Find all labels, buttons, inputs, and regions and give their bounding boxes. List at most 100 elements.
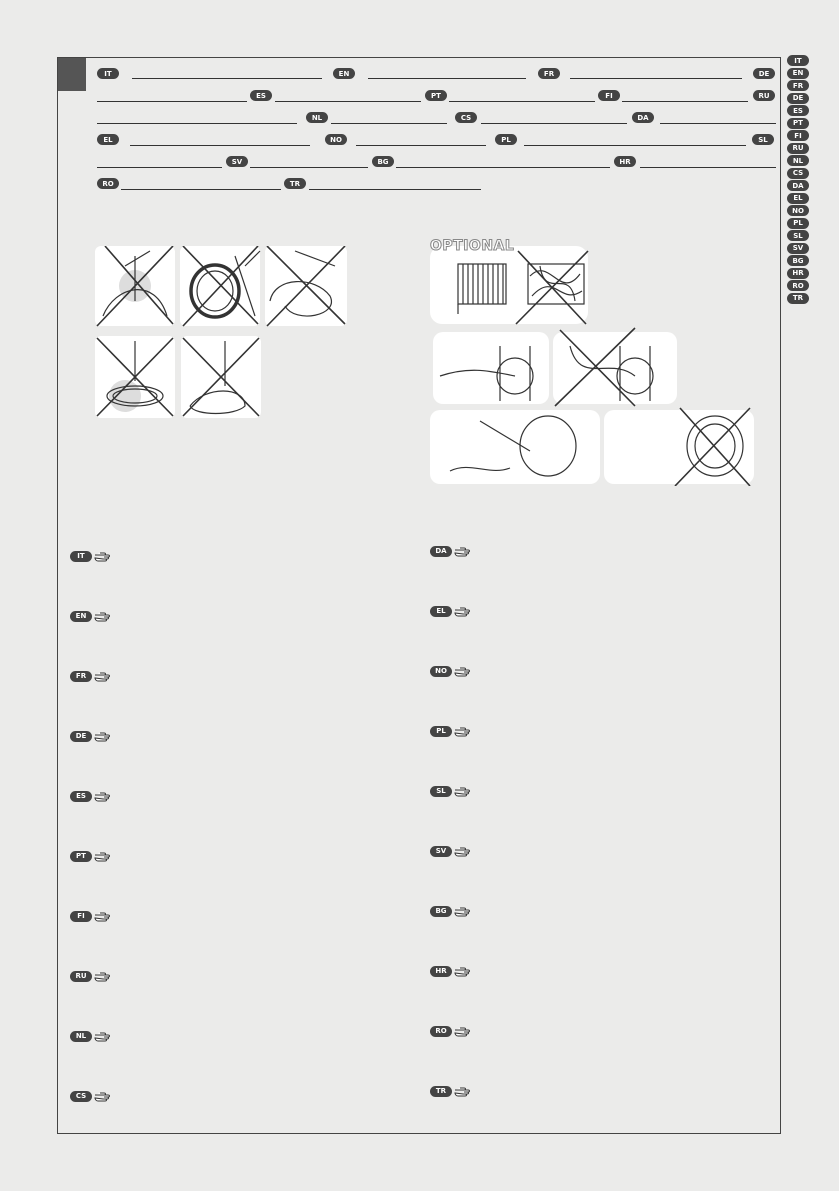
side-tab-el[interactable]: EL [787,192,809,204]
list-lang-pill: FR [70,670,92,682]
lang-pill-ro: RO [97,178,119,189]
lang-pill-it: IT [97,68,119,79]
lang-pill-tr: TR [284,178,306,189]
side-tab-bg[interactable]: BG [787,255,809,266]
crossed-hose-icons [95,246,347,418]
list-item-cs: CS [70,1090,112,1102]
lang-pill-cs: CS [455,112,477,123]
list-item-ru: RU [70,970,112,982]
list-item-nl: NL [70,1030,112,1042]
lang-pill-hr: HR [614,156,636,167]
optional-label: OPTIONAL [429,238,515,255]
side-tab-sl[interactable]: SL [787,230,809,241]
pointing-hand-icon [94,1092,110,1102]
list-lang-pill: NO [430,665,452,677]
lang-pill-ru: RU [753,90,775,101]
side-tab-nl[interactable]: NL [787,155,809,166]
list-item-pl: PL [430,725,472,737]
list-item-el: EL [430,605,472,617]
side-tab-da[interactable]: DA [787,180,809,191]
lang-pill-fi: FI [598,90,620,101]
list-item-da: DA [430,545,472,557]
pointing-hand-icon [94,1032,110,1042]
list-item-en: EN [70,610,112,622]
pointing-hand-icon [94,552,110,562]
side-tab-ru[interactable]: RU [787,142,809,154]
side-tab-es[interactable]: ES [787,105,809,116]
list-lang-pill: HR [430,965,452,977]
list-item-sl: SL [430,785,472,797]
list-lang-pill: ES [70,790,92,802]
side-tab-ro[interactable]: RO [787,280,809,291]
list-item-ro: RO [430,1025,472,1037]
pointing-hand-icon [454,907,470,917]
pointing-hand-icon [94,732,110,742]
side-tab-en[interactable]: EN [787,67,809,79]
list-item-fi: FI [70,910,112,922]
list-item-hr: HR [430,965,472,977]
lang-pill-es: ES [250,90,272,101]
list-item-sv: SV [430,845,472,857]
pointing-hand-icon [454,787,470,797]
side-tab-it[interactable]: IT [787,55,809,66]
list-lang-pill: IT [70,550,92,562]
side-tab-cs[interactable]: CS [787,167,809,179]
side-tab-hr[interactable]: HR [787,267,809,279]
side-tab-fi[interactable]: FI [787,130,809,141]
lang-pill-no: NO [325,134,347,145]
list-item-it: IT [70,550,112,562]
list-lang-pill: DA [430,545,452,557]
list-item-fr: FR [70,670,112,682]
list-lang-pill: PT [70,850,92,862]
list-lang-pill: RU [70,970,92,982]
list-lang-pill: CS [70,1090,92,1102]
hose-reel-icons [430,250,754,486]
pointing-hand-icon [454,967,470,977]
list-lang-pill: EL [430,605,452,617]
pointing-hand-icon [94,612,110,622]
list-lang-pill: NL [70,1030,92,1042]
side-tab-tr[interactable]: TR [787,292,809,304]
lang-pill-sv: SV [226,156,248,167]
lang-pill-en: EN [333,68,355,79]
side-tab-de[interactable]: DE [787,92,809,104]
pointing-hand-icon [454,1027,470,1037]
side-tab-pl[interactable]: PL [787,217,809,229]
lang-pill-pl: PL [495,134,517,145]
lang-pill-fr: FR [538,68,560,79]
list-item-es: ES [70,790,112,802]
side-tab-no[interactable]: NO [787,205,809,216]
pointing-hand-icon [94,672,110,682]
list-lang-pill: DE [70,730,92,742]
lang-pill-nl: NL [306,112,328,123]
lang-pill-pt: PT [425,90,447,101]
list-item-pt: PT [70,850,112,862]
pointing-hand-icon [454,1087,470,1097]
list-lang-pill: BG [430,905,452,917]
pointing-hand-icon [454,727,470,737]
list-lang-pill: PL [430,725,452,737]
corner-marker [58,58,86,91]
pointing-hand-icon [454,547,470,557]
list-lang-pill: RO [430,1025,452,1037]
lang-pill-bg: BG [372,156,394,167]
page-frame [57,57,781,1134]
pointing-hand-icon [454,607,470,617]
lang-pill-de: DE [753,68,775,79]
pointing-hand-icon [94,972,110,982]
pointing-hand-icon [454,847,470,857]
list-item-de: DE [70,730,112,742]
pointing-hand-icon [94,852,110,862]
list-item-tr: TR [430,1085,472,1097]
lang-pill-da: DA [632,112,654,123]
side-tab-pt[interactable]: PT [787,117,809,129]
list-lang-pill: FI [70,910,92,922]
side-tab-sv[interactable]: SV [787,242,809,254]
list-item-no: NO [430,665,472,677]
list-lang-pill: SV [430,845,452,857]
list-item-bg: BG [430,905,472,917]
list-lang-pill: EN [70,610,92,622]
lang-pill-sl: SL [752,134,774,145]
side-language-tabs: IT EN FR DE ES PT FI RU NL CS DA EL NO P… [787,55,809,305]
side-tab-fr[interactable]: FR [787,80,809,91]
